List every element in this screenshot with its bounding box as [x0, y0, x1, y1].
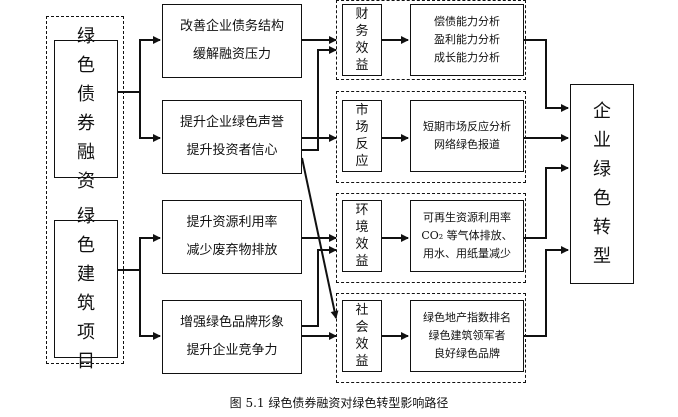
vertical-char: 转: [593, 217, 611, 238]
benefit-label: 财务效益: [355, 6, 368, 74]
benefit-label: 环境效益: [355, 202, 368, 270]
green-bond-box: 绿色债券融资: [54, 26, 118, 192]
finance-group-outline: [336, 0, 526, 80]
green-bond-label: 绿色债券融资: [77, 22, 95, 196]
vertical-char: 环: [355, 203, 369, 218]
vertical-char: 务: [355, 24, 369, 39]
mechanism-line2: 减少废弃物排放: [186, 243, 278, 258]
mechanism-box: 改善企业债务结构 缓解融资压力: [162, 4, 302, 78]
vertical-char: 绿: [77, 206, 95, 227]
benefit-detail-box: 偿债能力分析 盈利能力分析 成长能力分析: [410, 4, 524, 76]
vertical-char: 场: [355, 120, 369, 135]
benefit-detail-box: 可再生资源利用率 CO₂ 等气体排放、 用水、用纸量减少: [410, 200, 524, 272]
vertical-char: 建: [77, 264, 95, 285]
outcome-label: 企业绿色转型: [593, 97, 611, 271]
mechanism-box: 提升资源利用率 减少废弃物排放: [162, 200, 302, 274]
mechanism-box: 提升企业绿色声誉 提升投资者信心: [162, 100, 302, 174]
vertical-char: 效: [355, 237, 369, 252]
vertical-char: 益: [355, 354, 369, 369]
vertical-char: 债: [77, 84, 95, 105]
benefit-label-box: 社会效益: [342, 300, 382, 372]
vertical-char: 融: [77, 142, 95, 163]
vertical-char: 会: [355, 320, 369, 335]
source-group-outline: [46, 16, 124, 364]
vertical-char: 资: [77, 171, 95, 192]
benefit-label: 社会效益: [355, 302, 368, 370]
vertical-char: 筑: [77, 293, 95, 314]
detail-line: 偿债能力分析: [434, 15, 500, 28]
detail-line: 网络绿色报道: [434, 138, 500, 151]
mechanism-line2: 提升企业竞争力: [186, 343, 278, 358]
vertical-char: 券: [77, 113, 95, 134]
mechanism-line2: 缓解融资压力: [192, 47, 271, 62]
vertical-char: 企: [593, 101, 611, 122]
detail-line: 良好绿色品牌: [434, 347, 500, 360]
vertical-char: 型: [593, 246, 611, 267]
vertical-char: 效: [355, 41, 369, 56]
vertical-char: 色: [77, 55, 95, 76]
vertical-char: 目: [77, 351, 95, 372]
detail-line: 可再生资源利用率: [423, 211, 511, 224]
detail-line: 绿色建筑领军者: [428, 329, 506, 342]
vertical-char: 市: [355, 103, 369, 118]
vertical-char: 益: [355, 58, 369, 73]
mechanism-line2: 提升投资者信心: [186, 143, 278, 158]
vertical-char: 反: [355, 137, 369, 152]
benefit-label-box: 财务效益: [342, 4, 382, 76]
vertical-char: 绿: [593, 159, 611, 180]
vertical-char: 色: [77, 235, 95, 256]
market-group-outline: [336, 91, 526, 183]
mechanism-line1: 提升企业绿色声誉: [179, 115, 284, 130]
benefit-detail-box: 短期市场反应分析 网络绿色报道: [410, 100, 524, 172]
detail-line: 用水、用纸量减少: [423, 247, 511, 260]
benefit-detail-box: 绿色地产指数排名 绿色建筑领军者 良好绿色品牌: [410, 300, 524, 372]
mechanism-line1: 提升资源利用率: [186, 215, 278, 230]
vertical-char: 色: [593, 188, 611, 209]
detail-line: 成长能力分析: [434, 51, 500, 64]
benefit-label: 市场反应: [355, 102, 368, 170]
vertical-char: 益: [355, 254, 369, 269]
vertical-char: 项: [77, 322, 95, 343]
vertical-char: 绿: [77, 26, 95, 47]
mechanism-line1: 增强绿色品牌形象: [179, 315, 284, 330]
figure-caption: 图 5.1 绿色债券融资对绿色转型影响路径: [229, 396, 449, 410]
vertical-char: 业: [593, 130, 611, 151]
vertical-char: 社: [355, 303, 369, 318]
detail-line: 短期市场反应分析: [423, 120, 511, 133]
vertical-char: 境: [355, 220, 369, 235]
benefit-label-box: 环境效益: [342, 200, 382, 272]
mechanism-line1: 改善企业债务结构: [179, 19, 284, 34]
benefit-label-box: 市场反应: [342, 100, 382, 172]
detail-line: CO₂ 等气体排放、: [421, 229, 513, 242]
detail-line: 盈利能力分析: [434, 33, 500, 46]
green-building-label: 绿色建筑项目: [77, 202, 95, 376]
green-building-box: 绿色建筑项目: [54, 206, 118, 372]
outcome-box: 企业绿色转型: [570, 84, 634, 284]
environment-group-outline: [336, 193, 526, 283]
detail-line: 绿色地产指数排名: [423, 311, 511, 324]
vertical-char: 应: [355, 154, 369, 169]
mechanism-box: 增强绿色品牌形象 提升企业竞争力: [162, 300, 302, 374]
vertical-char: 效: [355, 337, 369, 352]
vertical-char: 财: [355, 7, 369, 22]
society-group-outline: [336, 293, 526, 383]
